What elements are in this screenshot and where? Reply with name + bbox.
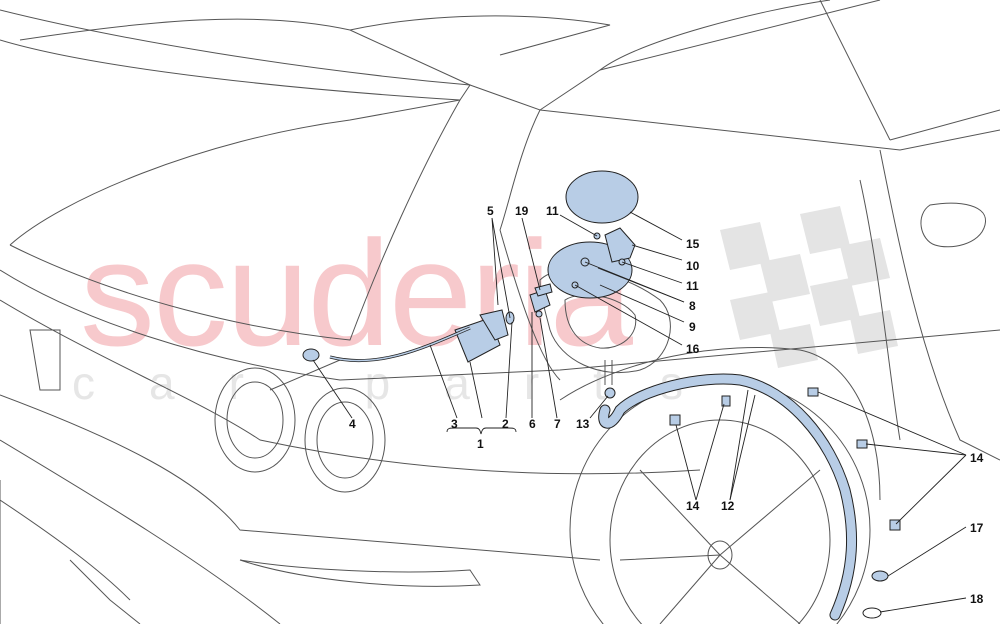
callout-11-top: 11 xyxy=(546,204,559,218)
clip-14d xyxy=(856,439,868,449)
callout-19: 19 xyxy=(515,204,529,218)
clip-14b xyxy=(721,395,731,407)
callout-14-right: 14 xyxy=(970,451,984,465)
callout-8: 8 xyxy=(689,299,696,313)
callout-3: 3 xyxy=(451,417,458,431)
clamp-18 xyxy=(862,607,882,619)
callout-11-right: 11 xyxy=(686,279,699,293)
actuator-housing xyxy=(479,309,509,341)
leader-lines xyxy=(312,211,967,613)
clip-14a xyxy=(669,414,681,426)
callout-7: 7 xyxy=(554,417,561,431)
checkered-flag-watermark xyxy=(720,206,898,368)
callout-1: 1 xyxy=(477,437,484,451)
nut-7 xyxy=(535,310,543,318)
callout-4: 4 xyxy=(349,417,356,431)
parts xyxy=(302,170,901,621)
callout-18: 18 xyxy=(970,592,984,606)
fuel-flap-15 xyxy=(565,170,639,224)
grommet-4 xyxy=(302,348,320,362)
clip-14c xyxy=(807,387,819,397)
callout-15: 15 xyxy=(686,237,700,251)
callout-12: 12 xyxy=(721,499,735,513)
callout-17: 17 xyxy=(970,521,984,535)
hinge-10 xyxy=(604,227,636,263)
callout-10: 10 xyxy=(686,259,700,273)
clamp-13 xyxy=(604,387,616,399)
bracket-19 xyxy=(534,283,553,297)
clamp-17 xyxy=(871,570,889,582)
callout-6: 6 xyxy=(529,417,536,431)
callout-5: 5 xyxy=(487,204,494,218)
callout-2: 2 xyxy=(502,417,509,431)
clip-14e xyxy=(889,519,901,531)
hose-12 xyxy=(598,373,858,621)
callout-13: 13 xyxy=(576,417,590,431)
callout-16: 16 xyxy=(686,342,700,356)
callout-14-left: 14 xyxy=(686,499,700,513)
callout-9: 9 xyxy=(689,320,696,334)
